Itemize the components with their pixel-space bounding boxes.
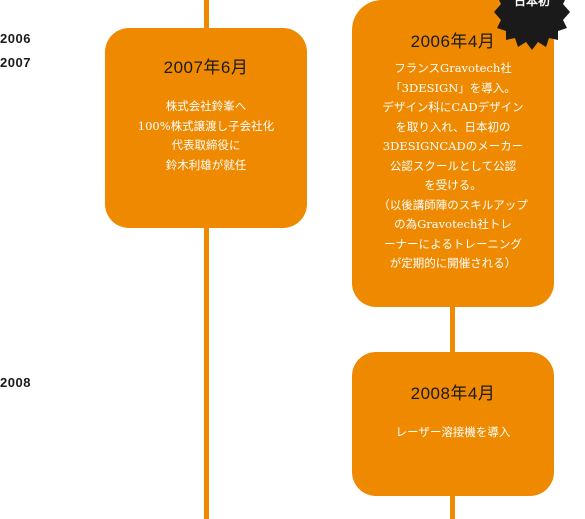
card-line: 公認スクールとして公認 xyxy=(389,158,517,173)
year-label-2008: 2008 xyxy=(0,375,31,390)
card-line: デザイン科にCADデザイン xyxy=(382,100,524,114)
card-title: 2008年4月 xyxy=(410,384,496,403)
card-body: 株式会社鈴峯へ 100%株式譲渡し子会社化 代表取締役に 鈴木利雄が就任 xyxy=(105,97,307,175)
card-title: 2006年4月 xyxy=(410,32,496,51)
timeline-line-left xyxy=(204,0,209,519)
card-line: が定期的に開催される） xyxy=(389,256,517,270)
timeline-card-2007-06: 2007年6月 株式会社鈴峯へ 100%株式譲渡し子会社化 代表取締役に 鈴木利… xyxy=(105,28,307,228)
card-line: 鈴木利雄が就任 xyxy=(165,157,247,172)
card-line: （以後講師陣のスキルアップ xyxy=(378,197,528,212)
card-line: レーザー溶接機を導入 xyxy=(395,425,511,439)
year-label-2007: 2007 xyxy=(0,55,31,70)
card-line: を取り入れ、日本初の xyxy=(395,119,511,134)
card-line: 代表取締役に xyxy=(171,138,241,152)
card-line: 「3DESIGN」を導入。 xyxy=(390,80,516,95)
timeline-card-2008-04: 2008年4月 レーザー溶接機を導入 xyxy=(352,352,554,496)
badge-label: 日本初 xyxy=(513,0,550,8)
card-line: 株式会社鈴峯へ xyxy=(165,99,247,113)
card-line: の為Gravotech社トレ xyxy=(394,217,512,231)
year-label-2006: 2006 xyxy=(0,31,31,46)
card-body: フランスGravotech社 「3DESIGN」を導入。 デザイン科にCADデザ… xyxy=(352,59,554,274)
card-line: ーナーによるトレーニング xyxy=(384,236,522,251)
card-title: 2007年6月 xyxy=(163,58,249,77)
timeline-line-right-bottom xyxy=(450,490,455,519)
timeline-line-right-mid xyxy=(450,300,455,370)
timeline-card-2006-04: 2006年4月 フランスGravotech社 「3DESIGN」を導入。 デザイ… xyxy=(352,0,554,307)
card-line: 3DESIGNCADのメーカー xyxy=(382,139,524,153)
starburst-badge-icon xyxy=(494,0,570,50)
card-line: を受ける。 xyxy=(424,178,482,192)
card-line: フランスGravotech社 xyxy=(394,61,512,75)
card-body: レーザー溶接機を導入 xyxy=(352,423,554,443)
card-line: 100%株式譲渡し子会社化 xyxy=(137,118,275,133)
